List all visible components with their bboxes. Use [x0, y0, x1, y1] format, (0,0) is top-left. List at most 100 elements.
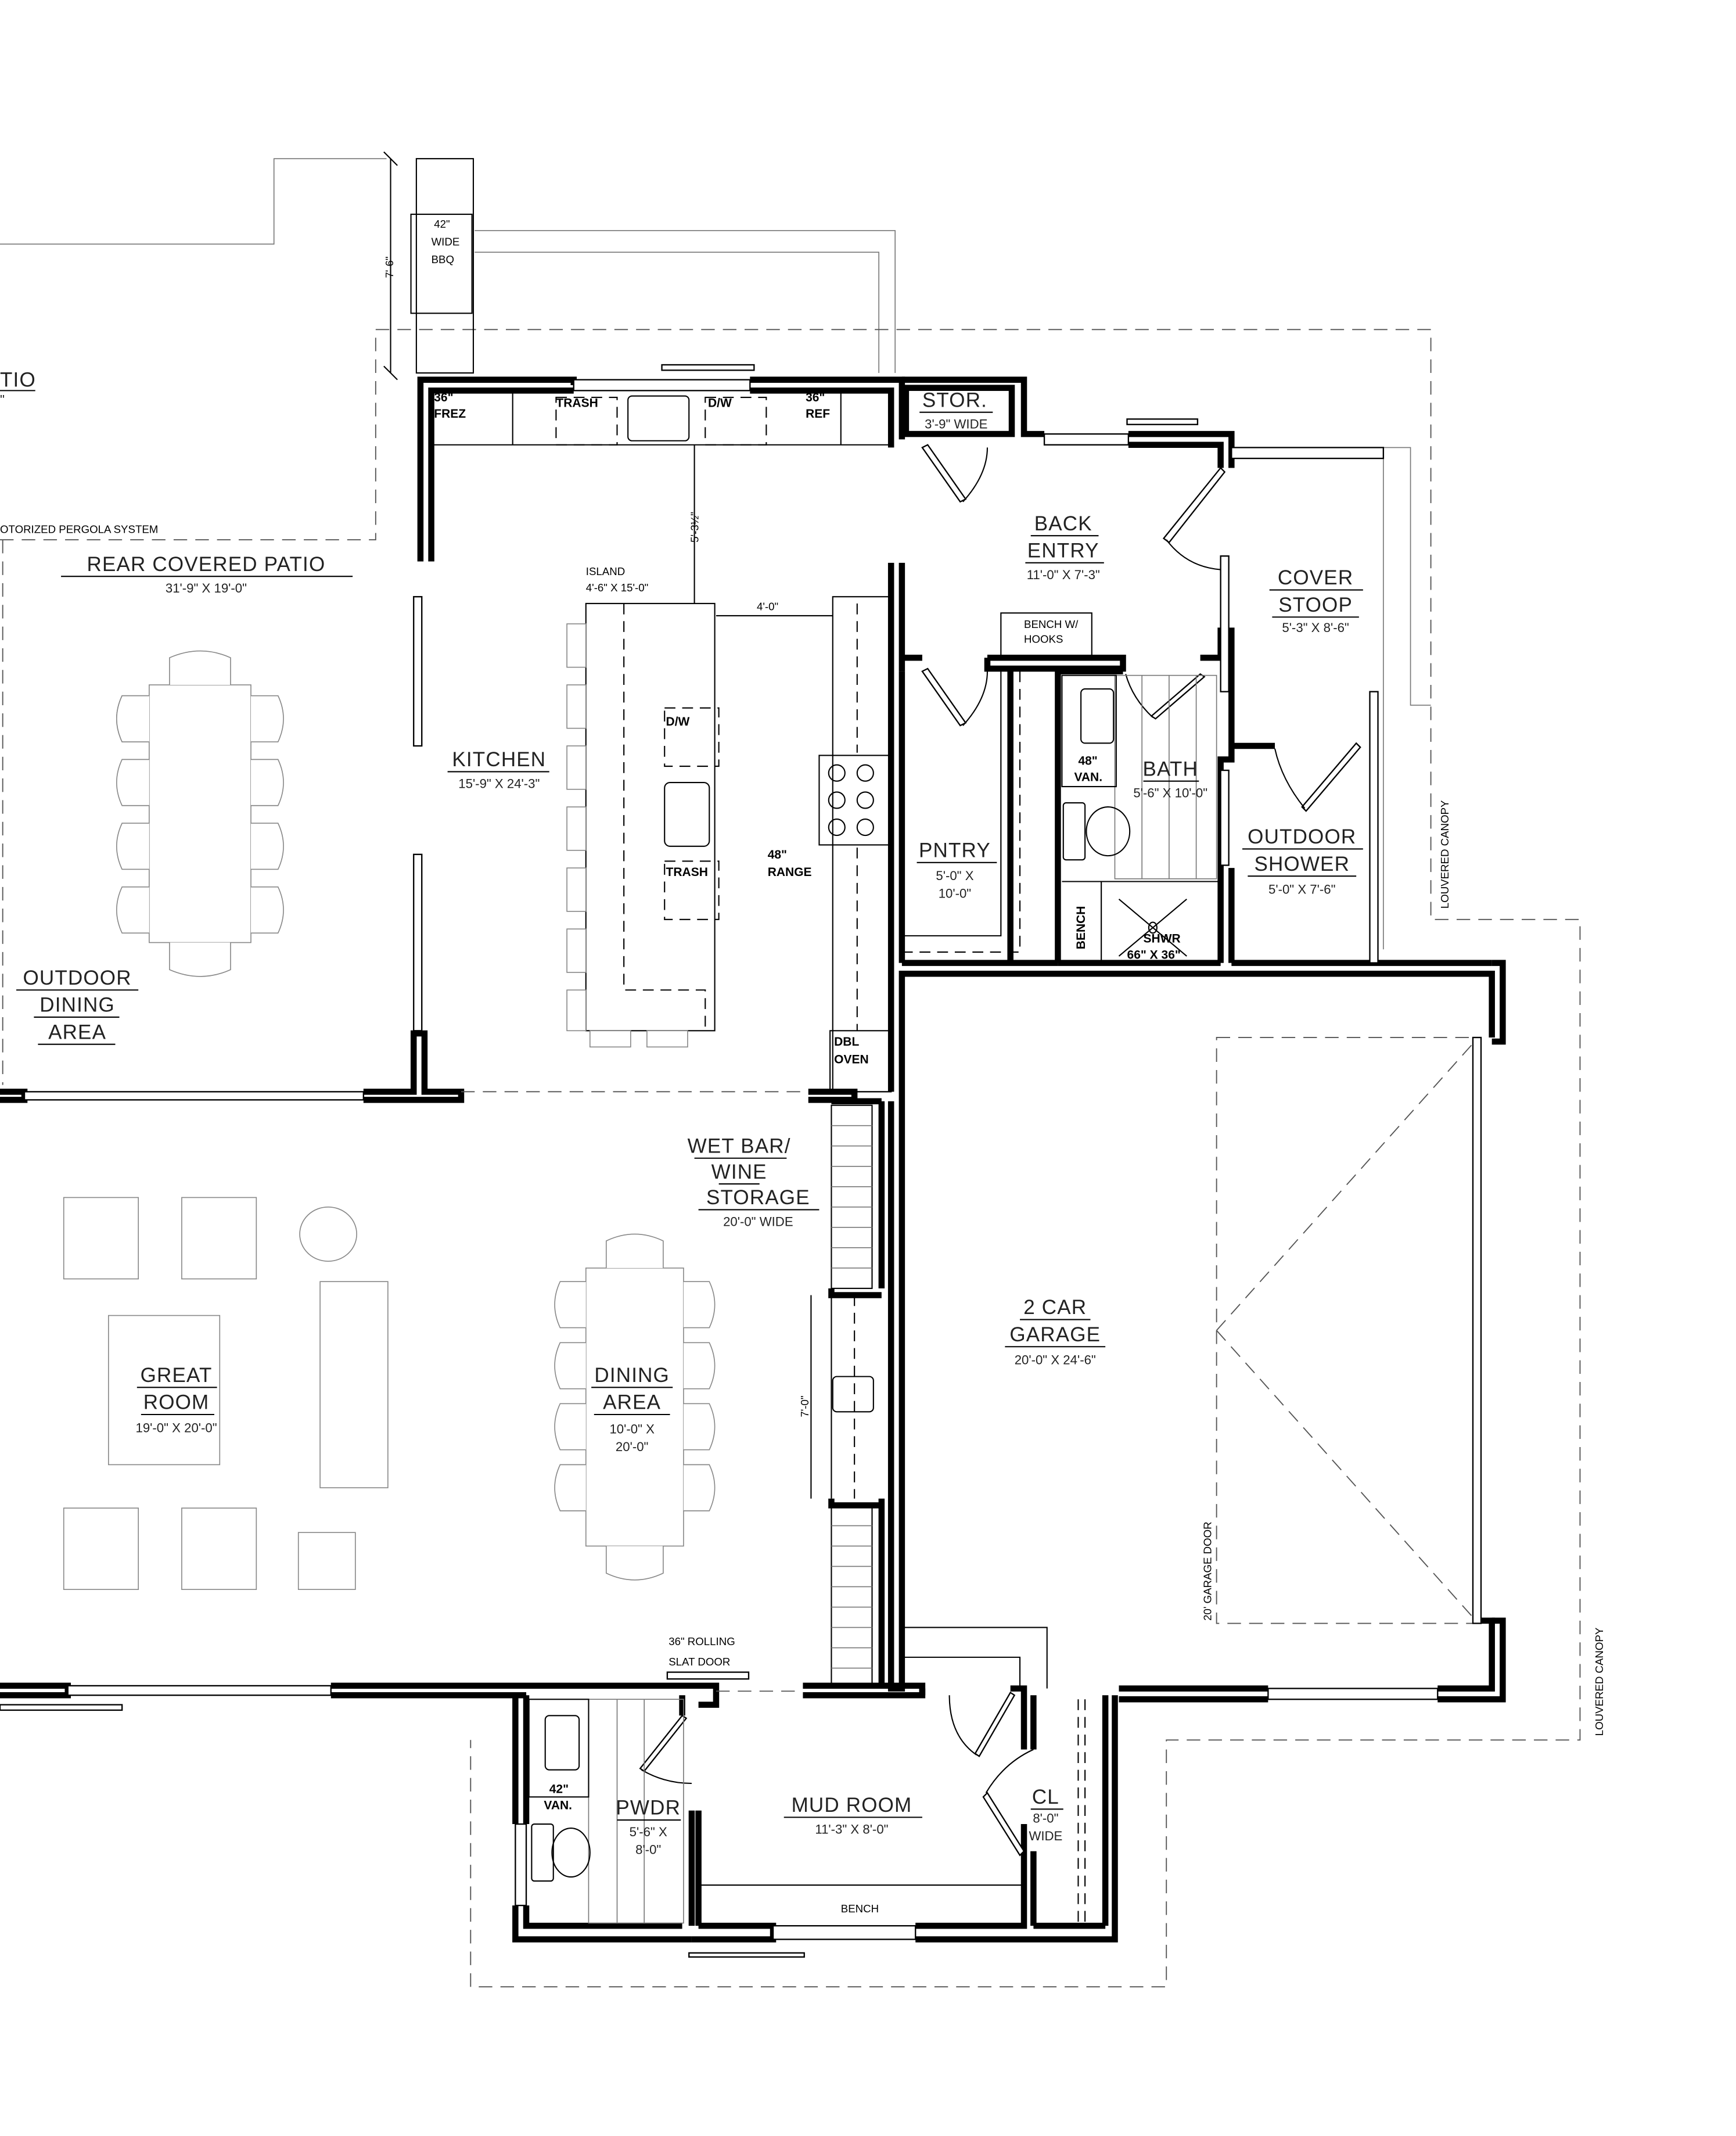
- dim-aisle-text: 5'-3½": [689, 512, 701, 543]
- rolling-door-label-2: SLAT DOOR: [668, 1656, 730, 1668]
- garage-door-swing: 20' GARAGE DOOR: [1201, 1036, 1482, 1624]
- room-dims: 3'-9" WIDE: [925, 417, 987, 432]
- room-outdoor-dining: OUTDOOR DINING AREA: [16, 967, 139, 1045]
- site-outlines: [0, 158, 1581, 1988]
- room-mud-room: BENCH MUD ROOM 11'-3" X 8'-0": [698, 1794, 1025, 1915]
- room-name: MUD ROOM: [792, 1794, 912, 1817]
- room-name: BATH: [1142, 758, 1198, 780]
- room-outdoor-shower: OUTDOOR SHOWER 5'-0" X 7'-6": [1242, 825, 1363, 897]
- freezer-size: 36": [434, 391, 453, 404]
- room-dims: 15'-9" X 24'-3": [458, 776, 540, 791]
- bench-label: BENCH: [1074, 906, 1088, 950]
- island-dims: 4'-6" X 15'-0": [586, 581, 648, 594]
- wine-storage: [831, 1104, 874, 1686]
- bench-label-1: BENCH W/: [1024, 618, 1079, 630]
- ref-label: REF: [806, 407, 830, 421]
- garage-steps: [901, 1627, 1048, 1689]
- room-cover-stoop: COVER STOOP 5'-3" X 8'-6": [1269, 566, 1363, 635]
- walls: [0, 376, 1506, 1943]
- room-name-line3: AREA: [48, 1021, 106, 1043]
- room-dims: 5'-3" X 8'-6": [1282, 620, 1349, 635]
- bbq-unit: 42" WIDE BBQ: [410, 158, 475, 374]
- room-name: STOR.: [922, 389, 987, 411]
- canopy-label-lower: LOUVERED CANOPY: [1593, 1627, 1605, 1736]
- vanity-size: 42": [549, 1782, 569, 1796]
- room-name-line1: DINING: [594, 1364, 670, 1387]
- bbq-label: BBQ: [432, 253, 454, 265]
- island-label: ISLAND: [586, 565, 625, 577]
- room-garage: 2 CAR GARAGE 20'-0" X 24'-6": [1005, 1296, 1106, 1367]
- room-dims: 20'-0" WIDE: [723, 1214, 793, 1229]
- room-name: REAR COVERED PATIO: [87, 553, 326, 576]
- room-name-line2: WINE: [711, 1161, 767, 1183]
- room-back-entry: BACK ENTRY 11'-0" X 7'-3": [1025, 512, 1104, 582]
- kitchen-island: D/W TRASH: [566, 602, 720, 1048]
- room-closet: CL 8'-0" WIDE: [1029, 1699, 1086, 1926]
- room-name-line1: BACK: [1034, 512, 1092, 535]
- room-name-line1: OUTDOOR: [1248, 825, 1356, 848]
- room-dims: 31'-9" X 19'-0": [166, 581, 247, 595]
- oven-label-2: OVEN: [834, 1053, 869, 1066]
- room-dining-area: DINING AREA 10'-0" X 20'-0": [591, 1364, 673, 1454]
- shower-label: SHWR: [1144, 932, 1181, 946]
- great-room-furniture: [63, 1197, 389, 1590]
- room-name: PWDR: [616, 1797, 681, 1819]
- room-dims: 20'-0" X 24'-6": [1015, 1353, 1096, 1367]
- oven-label-1: DBL: [834, 1035, 859, 1049]
- dining-table: [554, 1233, 716, 1581]
- room-name-line1: GREAT: [141, 1364, 213, 1387]
- windows: [0, 364, 1439, 1958]
- kitchen-counters: 36" FREZ TRASH D/W 36" REF: [431, 390, 892, 446]
- room-pwdr: 42" VAN. PWDR 5'-6" X 8'-0": [528, 1699, 684, 1924]
- vanity-size: 48": [1078, 755, 1097, 768]
- range-counter: 48" RANGE DBL OVEN: [768, 596, 892, 1093]
- pergola-note: OTORIZED PERGOLA SYSTEM: [0, 523, 158, 536]
- room-dims-1: 8'-0": [1033, 1811, 1058, 1826]
- room-dims-2: 20'-0": [616, 1439, 648, 1454]
- doors: [639, 444, 1361, 1857]
- room-name-line2: DINING: [39, 994, 115, 1017]
- dimension-wet-bar-sink: 7'-0": [799, 1295, 812, 1499]
- patio-dim-cut: ": [0, 393, 5, 407]
- room-name-line2: ENTRY: [1027, 540, 1099, 562]
- outdoor-dining-table: [116, 650, 284, 977]
- dim-bbq-text: 7'-6": [383, 256, 396, 278]
- room-dims: 11'-0" X 7'-3": [1027, 568, 1100, 582]
- room-dims-2: WIDE: [1029, 1829, 1062, 1843]
- room-stor: STOR. 3'-9" WIDE: [919, 389, 993, 432]
- island-trash-label: TRASH: [666, 866, 708, 879]
- room-dims-1: 5'-6" X: [630, 1825, 667, 1839]
- room-name-line1: 2 CAR: [1023, 1296, 1087, 1319]
- freezer-label: FREZ: [434, 407, 466, 421]
- range-label: RANGE: [768, 866, 812, 879]
- room-name: KITCHEN: [452, 748, 546, 771]
- room-dims: 5'-0" X 7'-6": [1268, 882, 1335, 897]
- trash-label: TRASH: [556, 396, 598, 410]
- dimension-bbq-offset: 7'-6": [383, 151, 398, 380]
- room-name-line1: OUTDOOR: [23, 967, 132, 989]
- ref-size: 36": [806, 391, 825, 404]
- room-rear-covered-patio: REAR COVERED PATIO 31'-9" X 19'-0": [61, 553, 353, 595]
- bbq-wide: WIDE: [432, 236, 460, 248]
- room-name-line2: ROOM: [143, 1391, 210, 1414]
- room-dims: 19'-0" X 20'-0": [136, 1420, 217, 1435]
- room-pantry: PNTRY 5'-0" X 10'-0": [901, 671, 1021, 953]
- rolling-door-label-1: 36" ROLLING: [668, 1635, 735, 1647]
- range-size: 48": [768, 848, 787, 861]
- room-great-room: GREAT ROOM 19'-0" X 20'-0": [136, 1364, 217, 1435]
- room-dims-1: 5'-0" X: [936, 868, 973, 883]
- bench-label: BENCH: [841, 1902, 879, 1915]
- room-name: CL: [1032, 1786, 1059, 1808]
- dim-wetbar-text: 7'-0": [799, 1396, 811, 1417]
- room-dims-2: 8'-0": [635, 1842, 661, 1857]
- room-dims: 5'-6" X 10'-0": [1133, 786, 1207, 800]
- room-name-line2: STOOP: [1278, 594, 1353, 616]
- room-name-line2: AREA: [603, 1391, 661, 1414]
- room-bath: 48" VAN. BATH 5'-6" X 10'-0" BENCH SHWR …: [1061, 674, 1221, 963]
- bench-label-2: HOOKS: [1024, 633, 1063, 645]
- room-dims-1: 10'-0" X: [609, 1422, 655, 1437]
- room-kitchen: KITCHEN 15'-9" X 24'-3": [447, 748, 549, 791]
- room-name-line1: COVER: [1278, 566, 1353, 589]
- patio-label-cut: TIO: [0, 368, 36, 391]
- room-wet-bar: WET BAR/ WINE STORAGE 20'-0" WIDE: [688, 1135, 820, 1229]
